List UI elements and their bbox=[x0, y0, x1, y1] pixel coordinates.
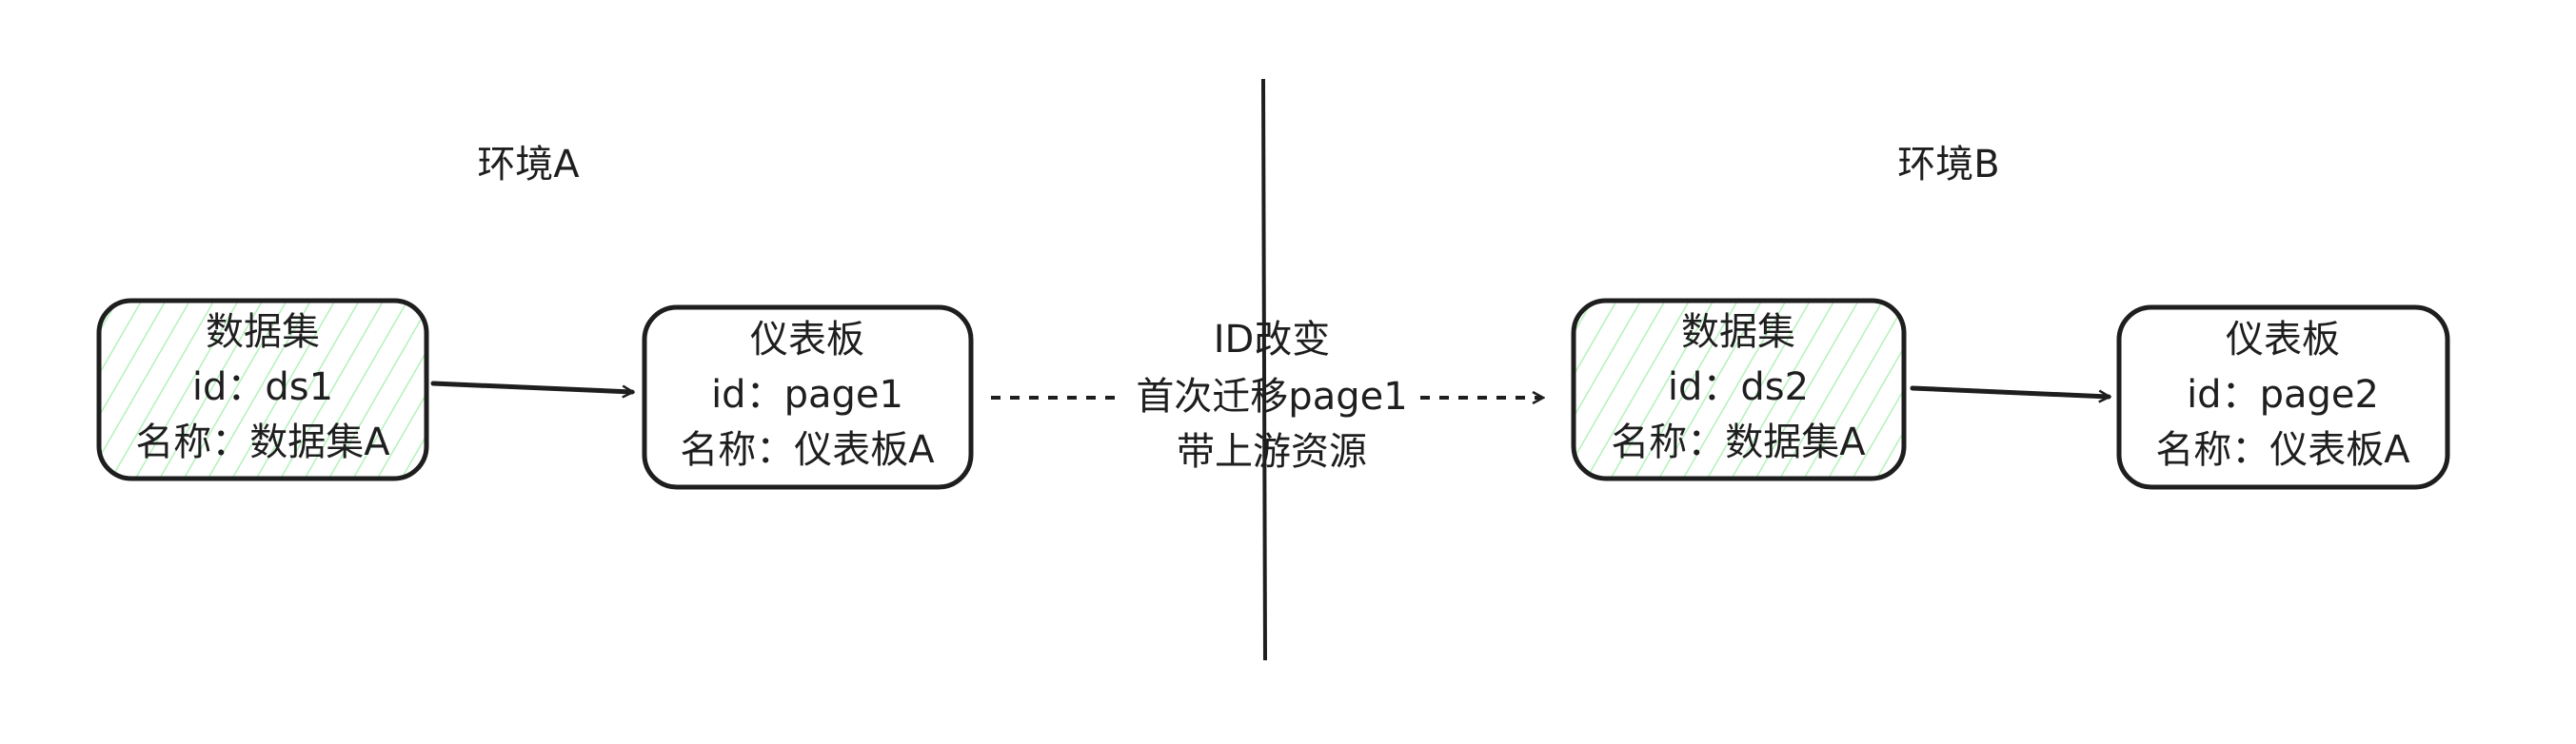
migration-label: ID改变 首次迁移page1 带上游资源 bbox=[1136, 318, 1407, 474]
environment-divider bbox=[1261, 78, 1267, 661]
node-title: 仪表板 bbox=[2226, 318, 2340, 362]
arrow-dataset-to-dashboard-b bbox=[1910, 385, 2109, 397]
environment-a-label: 环境A bbox=[477, 143, 580, 186]
environment-b-label: 环境B bbox=[1897, 143, 1999, 186]
node-name: 名称：数据集A bbox=[135, 421, 390, 464]
node-title: 数据集 bbox=[1681, 310, 1795, 354]
dataset-node-a[interactable]: 数据集 id：ds1 名称：数据集A bbox=[96, 298, 429, 481]
node-id: id：page1 bbox=[711, 373, 903, 417]
node-id: id：ds1 bbox=[192, 365, 333, 409]
node-id: id：page2 bbox=[2187, 373, 2379, 417]
arrow-dataset-to-dashboard-a bbox=[430, 381, 632, 392]
dataset-node-b[interactable]: 数据集 id：ds2 名称：数据集A bbox=[1571, 298, 1907, 481]
migration-label-line1: ID改变 bbox=[1214, 318, 1331, 362]
node-id: id：ds2 bbox=[1668, 365, 1809, 409]
migration-label-line3: 带上游资源 bbox=[1177, 430, 1367, 474]
node-name: 名称：数据集A bbox=[1611, 421, 1866, 464]
node-title: 数据集 bbox=[206, 310, 320, 354]
node-name: 名称：仪表板A bbox=[2155, 428, 2410, 472]
dashboard-node-b[interactable]: 仪表板 id：page2 名称：仪表板A bbox=[2116, 304, 2450, 490]
dashboard-node-a[interactable]: 仪表板 id：page1 名称：仪表板A bbox=[642, 304, 974, 490]
node-name: 名称：仪表板A bbox=[680, 428, 935, 472]
node-title: 仪表板 bbox=[750, 318, 864, 362]
migration-label-line2: 首次迁移page1 bbox=[1136, 375, 1407, 419]
